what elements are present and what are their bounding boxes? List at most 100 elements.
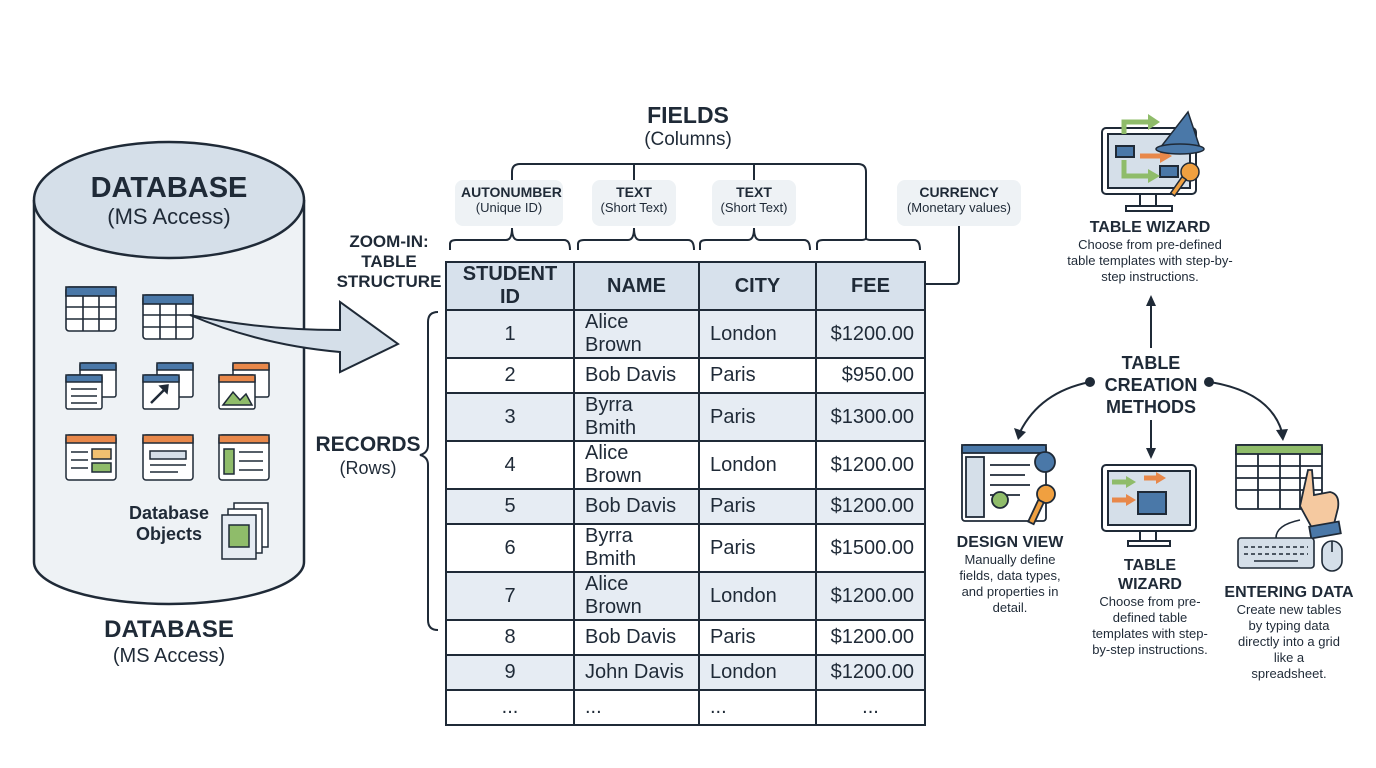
zoom-label: ZOOM-IN: TABLE STRUCTURE	[336, 232, 442, 291]
table-cell: 4	[445, 440, 575, 490]
method-title: TABLE WIZARD	[1118, 557, 1182, 593]
table-cell: Paris	[698, 488, 817, 525]
table-cell: ...	[573, 689, 700, 726]
method-desc: Manually define fields, data types, and …	[959, 552, 1061, 615]
field-type-desc: (Short Text)	[720, 200, 788, 215]
table-cell: London	[698, 309, 817, 359]
fields-brace	[449, 163, 960, 285]
wizard-hat-icon	[1155, 110, 1205, 155]
field-type-text: TEXT (Short Text)	[712, 180, 796, 226]
key-icon	[1169, 162, 1200, 197]
table-row: 7 Alice Brown London $1200.00	[445, 571, 926, 621]
table-cell: 6	[445, 523, 575, 573]
database-title-top: DATABASE (MS Access)	[69, 172, 269, 230]
field-type-desc: (Unique ID)	[475, 200, 543, 215]
table-row: 1 Alice Brown London $1200.00	[445, 309, 926, 359]
table-cell: Alice Brown	[573, 571, 700, 621]
table-cell: London	[698, 654, 817, 691]
table-row: 6 Byrra Bmith Paris $1500.00	[445, 523, 926, 573]
methods-center-label: TABLE CREATION METHODS	[1104, 353, 1198, 417]
table-cell: Bob Davis	[573, 488, 700, 525]
table-row: 8 Bob Davis Paris $1200.00	[445, 619, 926, 656]
table-row: 5 Bob Davis Paris $1200.00	[445, 488, 926, 525]
table-row: 3 Byrra Bmith Paris $1300.00	[445, 392, 926, 442]
connector-dot	[1085, 377, 1095, 387]
form-icon	[142, 434, 194, 481]
table-cell: $1300.00	[815, 392, 926, 442]
table-cell: $1500.00	[815, 523, 926, 573]
table-cell: $1200.00	[815, 571, 926, 621]
database-objects-label: Database Objects	[128, 503, 210, 544]
table-cell: Paris	[698, 619, 817, 656]
hand-pointer-icon	[1299, 469, 1342, 540]
method-title: DESIGN VIEW	[956, 534, 1064, 551]
records-brace	[419, 311, 439, 631]
report-icon	[65, 434, 117, 481]
table-cell: 3	[445, 392, 575, 442]
method-desc: Choose from pre-defined table templates …	[1067, 237, 1233, 284]
table-row: 2 Bob Davis Paris $950.00	[445, 357, 926, 394]
field-type-desc: (Monetary values)	[906, 200, 1012, 215]
table-row: ... ... ... ...	[445, 689, 926, 726]
method-connectors	[1014, 295, 1288, 459]
table-cell: Alice Brown	[573, 309, 700, 359]
table-cell: Paris	[698, 357, 817, 394]
fields-subtitle: (Columns)	[644, 129, 732, 150]
method-desc: Choose from pre-defined table templates …	[1092, 594, 1208, 657]
table-cell: Paris	[698, 392, 817, 442]
field-type-currency: CURRENCY (Monetary values)	[897, 180, 1021, 226]
table-cell: Byrra Bmith	[573, 523, 700, 573]
database-title-text: DATABASE	[104, 616, 234, 643]
query-icon	[65, 362, 117, 410]
table-cell: 7	[445, 571, 575, 621]
wizard-monitor-icon	[1101, 464, 1197, 547]
field-type-name: AUTONUMBER	[461, 184, 562, 200]
table-header-row: STUDENT ID NAME CITY FEE	[445, 261, 926, 311]
column-header: FEE	[815, 261, 926, 311]
design-view-icon	[961, 444, 1056, 526]
zoom-arrow	[189, 300, 400, 374]
form-arrow-icon	[142, 362, 194, 410]
method-desc: Create new tables by typing data directl…	[1236, 602, 1342, 681]
table-cell: Bob Davis	[573, 357, 700, 394]
method-table-wizard: TABLE WIZARD Choose from pre-defined tab…	[1090, 556, 1210, 658]
field-type-desc: (Short Text)	[600, 200, 668, 215]
table-cell: Bob Davis	[573, 619, 700, 656]
column-header: STUDENT ID	[445, 261, 575, 311]
documents-icon	[221, 502, 269, 560]
table-cell: $950.00	[815, 357, 926, 394]
table-cell: 8	[445, 619, 575, 656]
field-type-name: TEXT	[616, 184, 652, 200]
image-icon	[218, 362, 270, 410]
method-title: TABLE WIZARD	[1089, 219, 1211, 236]
table-row: 4 Alice Brown London $1200.00	[445, 440, 926, 490]
module-icon	[218, 434, 270, 481]
table-cell: $1200.00	[815, 654, 926, 691]
table-cell: ...	[815, 689, 926, 726]
table-cell: $1200.00	[815, 440, 926, 490]
table-cell: London	[698, 440, 817, 490]
field-type-autonumber: AUTONUMBER (Unique ID)	[455, 180, 563, 226]
table-cell: London	[698, 571, 817, 621]
table-cell: Byrra Bmith	[573, 392, 700, 442]
method-top-wizard: TABLE WIZARD Choose from pre-defined tab…	[1065, 218, 1235, 285]
fields-title: FIELDS	[647, 102, 729, 128]
column-header: CITY	[698, 261, 817, 311]
table-cell: Alice Brown	[573, 440, 700, 490]
table-cell: 9	[445, 654, 575, 691]
mouse-icon	[1321, 540, 1343, 572]
field-type-name: TEXT	[736, 184, 772, 200]
table-cell: $1200.00	[815, 619, 926, 656]
fields-label: FIELDS (Columns)	[588, 102, 788, 151]
table-cell: 1	[445, 309, 575, 359]
database-title-text: DATABASE	[90, 172, 248, 204]
records-subtitle: (Rows)	[339, 458, 397, 478]
table-cell: 5	[445, 488, 575, 525]
method-design-view: DESIGN VIEW Manually define fields, data…	[950, 533, 1070, 616]
student-table: STUDENT ID NAME CITY FEE 1 Alice Brown L…	[445, 261, 926, 726]
table-cell: $1200.00	[815, 488, 926, 525]
table-row: 9 John Davis London $1200.00	[445, 654, 926, 691]
connector-dot	[1204, 377, 1214, 387]
database-subtitle-text: (MS Access)	[112, 645, 226, 667]
